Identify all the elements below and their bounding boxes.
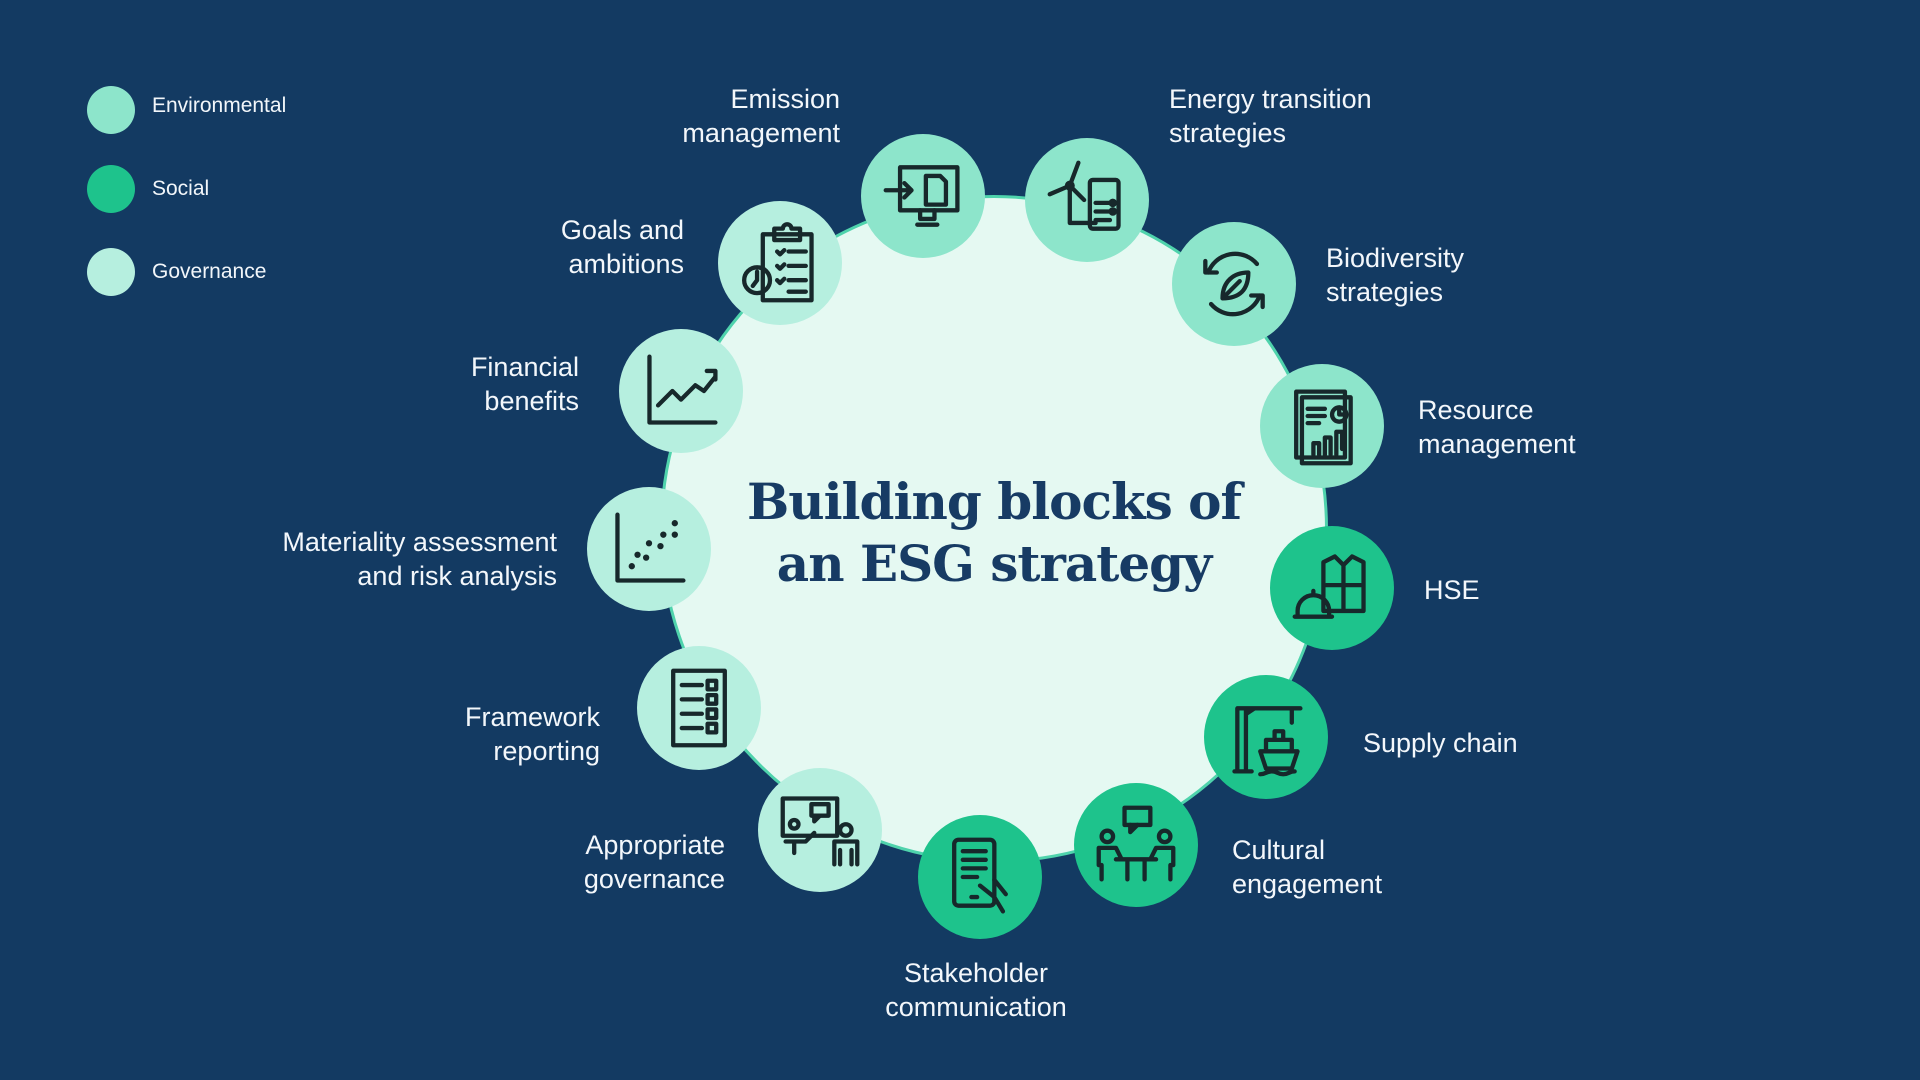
tablet-hand-icon xyxy=(952,837,1008,914)
crane-ship-icon xyxy=(1232,706,1303,777)
label-cultural-engagement: Cultural engagement xyxy=(1232,833,1382,901)
label-line: Biodiversity xyxy=(1326,243,1465,273)
label-line: communication xyxy=(885,992,1067,1022)
node-stakeholder-communication xyxy=(918,815,1042,939)
label-stakeholder-communication: Stakeholder communication xyxy=(885,956,1067,1024)
checklist-document-icon xyxy=(671,668,727,748)
node-cultural-engagement xyxy=(1074,783,1198,907)
label-biodiversity: Biodiversity strategies xyxy=(1326,241,1464,309)
legend-dot-governance xyxy=(87,248,135,296)
label-supply-chain: Supply chain xyxy=(1363,726,1518,760)
label-line: governance xyxy=(583,864,725,894)
wind-turbine-phone-icon xyxy=(1047,160,1121,231)
label-line: Supply chain xyxy=(1363,728,1518,758)
node-emission-management xyxy=(861,134,985,258)
label-line: Emission xyxy=(730,84,840,114)
hardhat-vest-icon xyxy=(1292,554,1366,619)
scatter-plot-icon xyxy=(615,512,686,583)
node-framework-reporting xyxy=(637,646,761,770)
monitor-document-icon xyxy=(883,165,960,227)
legend-label-social: Social xyxy=(152,177,210,200)
legend-label-environmental: Environmental xyxy=(152,94,287,117)
label-line: strategies xyxy=(1326,277,1444,307)
diagram-title-line1: Building blocks of xyxy=(746,472,1242,531)
label-goals-ambitions: Goals and ambitions xyxy=(561,213,684,281)
label-energy-transition: Energy transition strategies xyxy=(1169,82,1372,150)
label-line: engagement xyxy=(1232,869,1383,899)
label-line: Resource xyxy=(1418,395,1534,425)
label-line: HSE xyxy=(1424,575,1480,605)
clipboard-clock-icon xyxy=(742,222,814,303)
label-line: Stakeholder xyxy=(903,958,1049,988)
label-resource-management: Resource management xyxy=(1418,393,1576,461)
trend-chart-icon xyxy=(647,354,718,425)
presentation-icon xyxy=(780,796,860,867)
node-supply-chain xyxy=(1204,675,1328,799)
label-materiality-assessment: Materiality assessment and risk analysis xyxy=(282,525,557,593)
label-line: strategies xyxy=(1169,118,1287,148)
label-line: Goals and xyxy=(560,215,684,245)
node-materiality-assessment xyxy=(587,487,711,611)
label-line: management xyxy=(682,118,840,148)
label-line: Materiality assessment xyxy=(282,527,557,557)
label-appropriate-governance: Appropriate governance xyxy=(584,828,725,896)
label-line: Energy transition xyxy=(1169,84,1372,114)
people-meeting-icon xyxy=(1096,805,1176,882)
label-framework-reporting: Framework reporting xyxy=(465,700,600,768)
node-appropriate-governance xyxy=(758,768,882,892)
label-line: reporting xyxy=(493,736,600,766)
node-resource-management xyxy=(1260,364,1384,488)
legend-label-governance: Governance xyxy=(152,260,267,283)
legend-dot-environmental xyxy=(87,86,135,134)
node-energy-transition xyxy=(1025,138,1149,262)
node-biodiversity xyxy=(1172,222,1296,346)
label-emission-management: Emission management xyxy=(682,82,840,150)
label-line: benefits xyxy=(484,386,579,416)
diagram-title-line2: an ESG strategy xyxy=(776,534,1212,593)
legend-dot-social xyxy=(87,165,135,213)
label-line: Financial xyxy=(470,352,579,382)
label-hse: HSE xyxy=(1424,573,1480,607)
label-line: Cultural xyxy=(1232,835,1326,865)
report-chart-icon xyxy=(1294,389,1353,466)
node-goals-ambitions xyxy=(718,201,842,325)
label-line: management xyxy=(1418,429,1576,459)
leaf-cycle-icon xyxy=(1203,251,1265,317)
node-hse xyxy=(1270,526,1394,650)
label-line: ambitions xyxy=(568,249,684,279)
node-financial-benefits xyxy=(619,329,743,453)
label-line: and risk analysis xyxy=(357,561,557,591)
label-line: Framework xyxy=(464,702,600,732)
label-line: Appropriate xyxy=(585,830,725,860)
label-financial-benefits: Financial benefits xyxy=(471,350,579,418)
